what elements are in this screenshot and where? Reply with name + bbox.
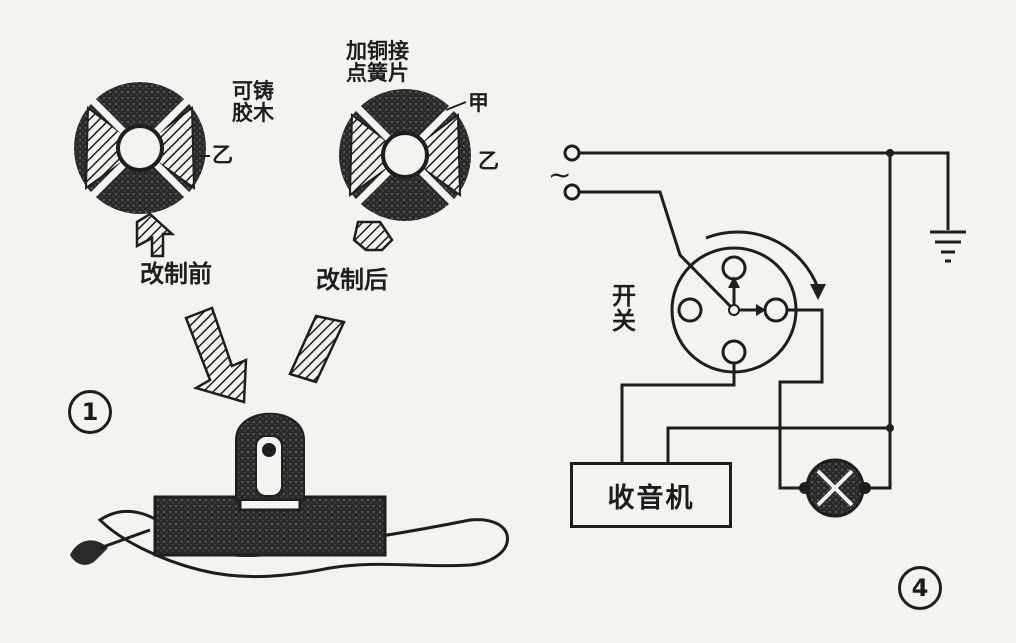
circuit bbox=[563, 144, 966, 518]
disk-before bbox=[74, 82, 210, 214]
switch-label: 开 关 bbox=[612, 282, 636, 336]
radio-label: 收音机 bbox=[607, 482, 695, 514]
big-arrow-right bbox=[288, 314, 346, 384]
after-label: 改制后 bbox=[316, 266, 388, 294]
switch-device bbox=[70, 412, 509, 579]
arrow-up-after bbox=[352, 220, 394, 252]
figure-number-1: 1 bbox=[68, 390, 112, 434]
radio-box: 收音机 bbox=[570, 462, 732, 528]
right-side-label: 乙 bbox=[478, 149, 499, 173]
arrow-up-before bbox=[135, 212, 176, 258]
contact-spring-label: 加铜接 点簧片 bbox=[346, 39, 409, 86]
before-label: 改制前 bbox=[140, 260, 212, 288]
big-arrow-left bbox=[184, 306, 248, 404]
ac-symbol: ~ bbox=[548, 158, 572, 191]
material-label: 可铸 胶木 bbox=[232, 79, 274, 126]
left-side-label: 乙 bbox=[212, 143, 233, 167]
jia-label: 甲 bbox=[468, 91, 489, 115]
disk-after bbox=[339, 89, 471, 221]
figure-number-4: 4 bbox=[898, 566, 942, 610]
